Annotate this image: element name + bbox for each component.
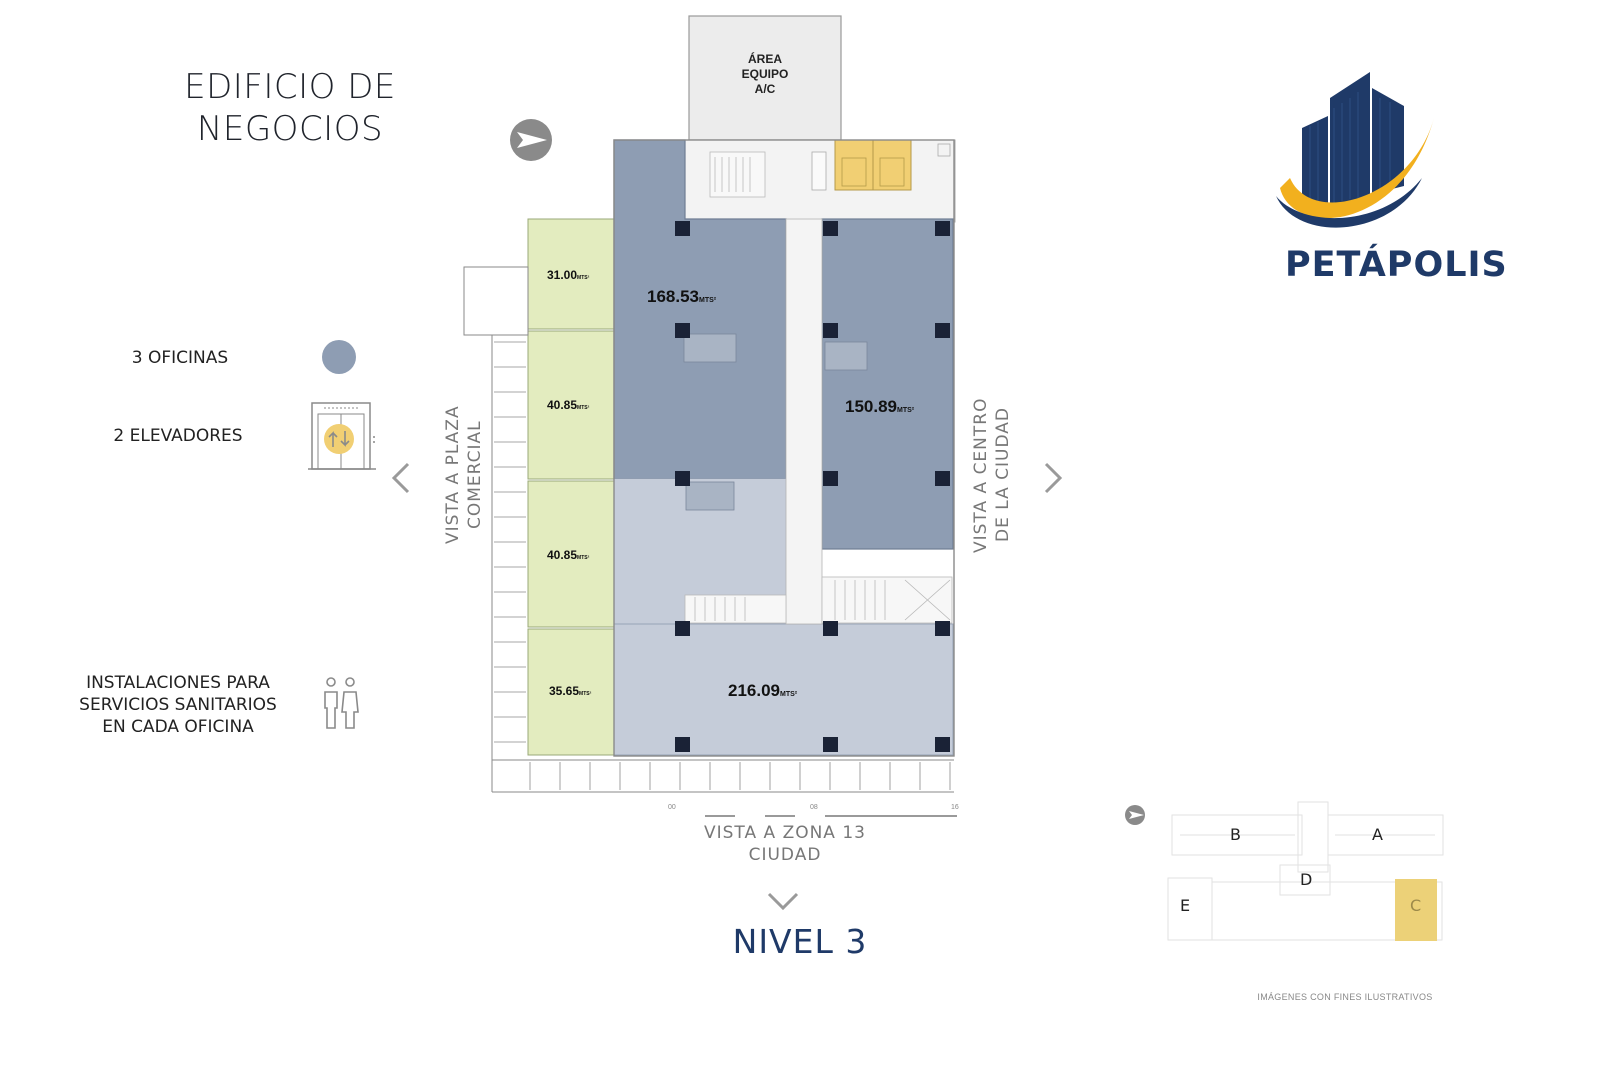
corridor bbox=[785, 218, 823, 625]
scale-end: 16 bbox=[951, 804, 959, 811]
restroom-fixture bbox=[683, 333, 737, 363]
ac-line-3: A/C bbox=[754, 82, 776, 96]
ac-line-1: ÁREA bbox=[747, 52, 782, 66]
local-3-value: 40.85 bbox=[547, 548, 578, 562]
level-label: NIVEL 3 bbox=[732, 922, 868, 961]
unit-label: MTS² bbox=[579, 691, 592, 697]
title-line-2: NEGOCIOS bbox=[196, 109, 384, 149]
restroom-icon bbox=[324, 677, 359, 729]
footnote: IMÁGENES CON FINES ILUSTRATIVOS bbox=[1257, 992, 1433, 1002]
scale-mid: 08 bbox=[810, 804, 818, 811]
restroom-fixture bbox=[685, 481, 735, 511]
ac-line-2: EQUIPO bbox=[741, 67, 789, 81]
chevron-left-icon bbox=[391, 462, 410, 494]
local-1-value: 31.00 bbox=[547, 268, 578, 282]
local-4 bbox=[527, 628, 615, 756]
unit-label: MTS² bbox=[897, 407, 915, 414]
local-1-area: 31.00MTS² bbox=[547, 268, 589, 282]
unit-label: MTS² bbox=[780, 691, 798, 698]
top-stair bbox=[709, 151, 766, 198]
ac-area-label: ÁREA EQUIPO A/C bbox=[729, 52, 801, 97]
office-right bbox=[821, 218, 954, 550]
office-bottom-area: 216.09MTS² bbox=[728, 681, 797, 701]
office-right-value: 150.89 bbox=[845, 397, 897, 416]
local-4-value: 35.65 bbox=[549, 684, 580, 698]
keyplan-letter-d: D bbox=[1300, 870, 1313, 889]
view-right-line-2: DE LA CIUDAD bbox=[993, 407, 1013, 543]
local-1 bbox=[527, 218, 615, 330]
keyplan-letter-c: C bbox=[1410, 896, 1422, 915]
keyplan-letter-e: E bbox=[1180, 896, 1191, 915]
scale-start: 00 bbox=[668, 804, 676, 811]
restroom-fixture bbox=[824, 341, 868, 371]
bottom-stairs bbox=[684, 576, 953, 624]
local-2 bbox=[527, 330, 615, 480]
view-bottom-label: VISTA A ZONA 13 CIUDAD bbox=[680, 822, 890, 866]
floor-plan bbox=[463, 15, 957, 818]
local-4-area: 35.65MTS² bbox=[549, 684, 591, 698]
view-bottom-line-2: CIUDAD bbox=[748, 845, 822, 865]
brand-name: PETÁPOLIS bbox=[1285, 245, 1508, 285]
north-arrow-icon bbox=[510, 119, 552, 161]
building-title: EDIFICIO DE NEGOCIOS bbox=[150, 66, 430, 150]
office-bottom-value: 216.09 bbox=[728, 681, 780, 700]
restrooms-line-1: INSTALACIONES PARA bbox=[86, 673, 270, 693]
legend-offices-label: 3 OFICINAS bbox=[131, 348, 229, 368]
petapolis-logo-icon bbox=[1276, 72, 1434, 228]
chevron-right-icon bbox=[1044, 462, 1063, 494]
key-plan bbox=[1125, 801, 1444, 941]
restrooms-line-3: EN CADA OFICINA bbox=[102, 717, 254, 737]
elevator-icon bbox=[308, 402, 376, 470]
legend-restrooms-text: INSTALACIONES PARA SERVICIOS SANITARIOS … bbox=[68, 672, 288, 738]
chevron-down-icon bbox=[767, 892, 799, 911]
office-top-left-area: 168.53MTS² bbox=[647, 287, 716, 307]
unit-label: MTS² bbox=[699, 297, 717, 304]
scale-bar bbox=[675, 814, 957, 818]
unit-label: MTS² bbox=[577, 405, 590, 411]
restrooms-line-2: SERVICIOS SANITARIOS bbox=[79, 695, 277, 715]
local-3-area: 40.85MTS² bbox=[547, 548, 589, 562]
keyplan-letter-a: A bbox=[1372, 825, 1383, 844]
left-balcony bbox=[463, 266, 954, 793]
balcony-posts bbox=[494, 341, 951, 790]
keyplan-letter-b: B bbox=[1230, 825, 1241, 844]
local-2-value: 40.85 bbox=[547, 398, 578, 412]
title-line-1: EDIFICIO DE bbox=[184, 67, 396, 107]
unit-label: MTS² bbox=[577, 555, 590, 561]
local-2-area: 40.85MTS² bbox=[547, 398, 589, 412]
unit-label: MTS² bbox=[577, 275, 590, 281]
office-right-area: 150.89MTS² bbox=[845, 397, 914, 417]
office-color-dot-icon bbox=[322, 340, 356, 374]
office-top-left-value: 168.53 bbox=[647, 287, 699, 306]
view-bottom-line-1: VISTA A ZONA 13 bbox=[704, 823, 866, 843]
legend-elevators-label: 2 ELEVADORES bbox=[113, 426, 243, 446]
local-3 bbox=[527, 480, 615, 628]
